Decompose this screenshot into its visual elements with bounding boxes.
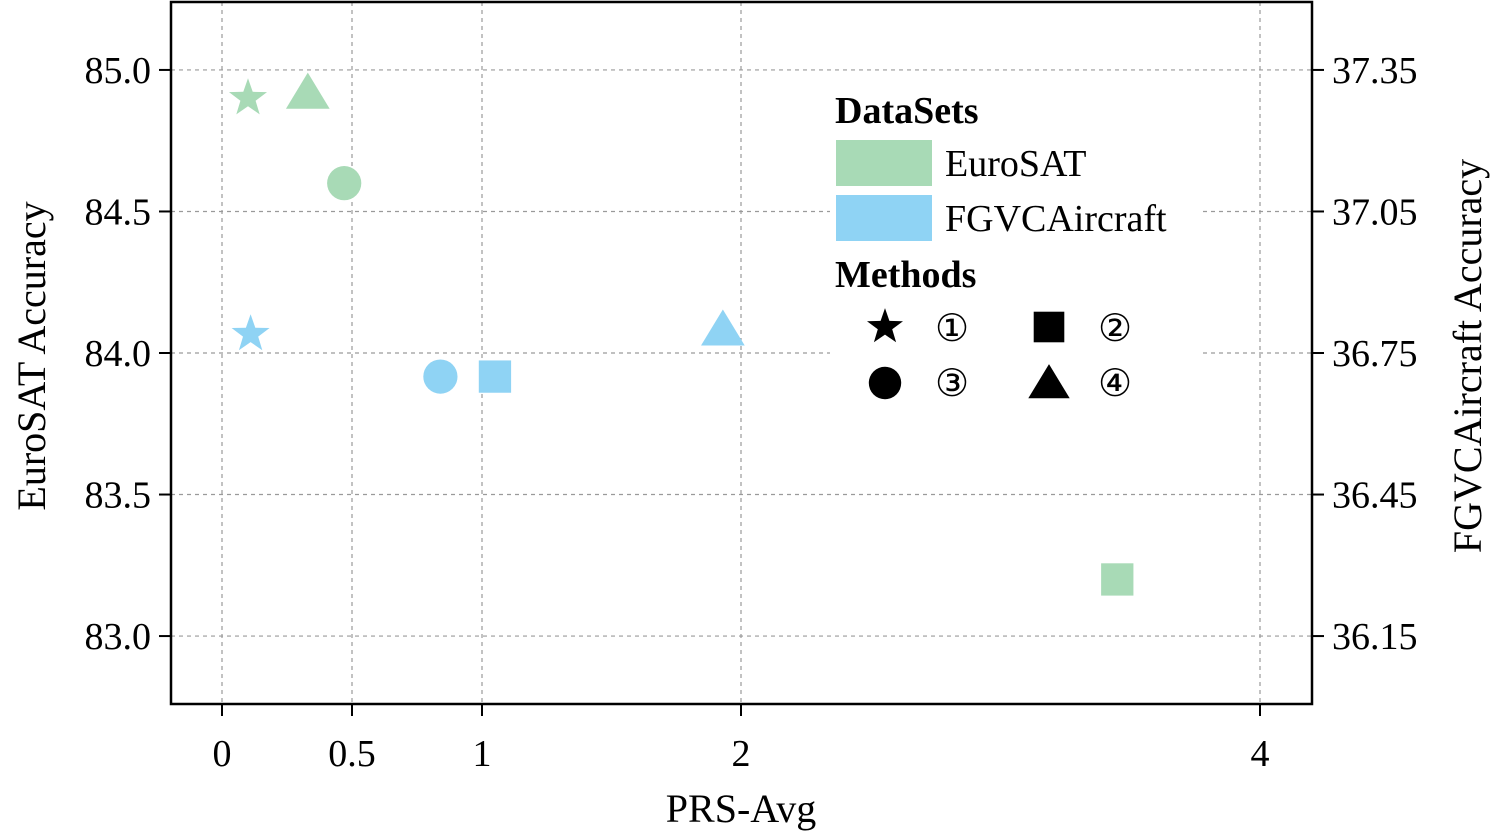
legend-method-markers: [867, 308, 1070, 400]
axis-ticks: 0 0.5 1 2 4 83.0 83.5 84.0 84.5 85.0 36.15 36.45 36.…: [85, 50, 1418, 775]
legend-datasets-title: DataSets: [835, 90, 979, 132]
eurosat-star-point: [229, 78, 267, 115]
legend-circle-icon: [868, 366, 902, 400]
data-points: [229, 72, 1134, 596]
legend-swatch-fgvcaircraft: [836, 195, 932, 241]
y-left-tick-label: 84.0: [85, 333, 152, 375]
legend-method-label-3: ③: [935, 363, 969, 405]
legend-label-eurosat: EuroSAT: [945, 143, 1086, 185]
legend-method-label-4: ④: [1098, 363, 1132, 405]
y-axis-title-left: EuroSAT Accuracy: [9, 201, 54, 510]
eurosat-square-point: [1101, 563, 1134, 596]
x-tick-label: 0: [213, 733, 232, 775]
x-tick-label: 0.5: [328, 733, 376, 775]
legend: DataSets EuroSAT FGVCAircraft Methods ① …: [830, 88, 1202, 405]
eurosat-triangle-point: [285, 72, 330, 109]
y-left-tick-label: 83.5: [85, 475, 152, 517]
legend-method-label-1: ①: [935, 308, 969, 350]
legend-label-fgvcaircraft: FGVCAircraft: [945, 198, 1167, 240]
legend-swatch-eurosat: [836, 140, 932, 186]
legend-method-label-2: ②: [1098, 308, 1132, 350]
fgvcaircraft-square-point: [478, 360, 512, 393]
y-right-tick-label: 36.75: [1332, 333, 1418, 375]
legend-square-icon: [1033, 311, 1065, 343]
y-right-tick-label: 36.15: [1332, 616, 1418, 658]
fgvcaircraft-star-point: [231, 314, 270, 351]
y-right-tick-label: 37.35: [1332, 50, 1418, 92]
legend-star-icon: [867, 308, 903, 343]
legend-background: [830, 88, 1202, 398]
y-right-tick-label: 37.05: [1332, 191, 1418, 233]
y-left-tick-label: 85.0: [85, 50, 152, 92]
fgvcaircraft-circle-point: [423, 359, 458, 394]
legend-triangle-icon: [1028, 364, 1070, 399]
y-left-tick-label: 84.5: [85, 191, 152, 233]
plot-frame: [169, 0, 1314, 706]
y-left-tick-label: 83.0: [85, 616, 152, 658]
legend-methods-title: Methods: [835, 254, 976, 296]
x-axis-title: PRS-Avg: [666, 786, 816, 831]
x-tick-label: 1: [473, 733, 492, 775]
grid-lines: [171, 2, 1312, 704]
y-axis-title-right: FGVCAircraft Accuracy: [1445, 159, 1490, 553]
eurosat-circle-point: [327, 166, 362, 201]
fgvcaircraft-triangle-point: [701, 309, 745, 346]
x-tick-label: 2: [732, 733, 751, 775]
x-tick-label: 4: [1251, 733, 1270, 775]
y-right-tick-label: 36.45: [1332, 475, 1418, 517]
